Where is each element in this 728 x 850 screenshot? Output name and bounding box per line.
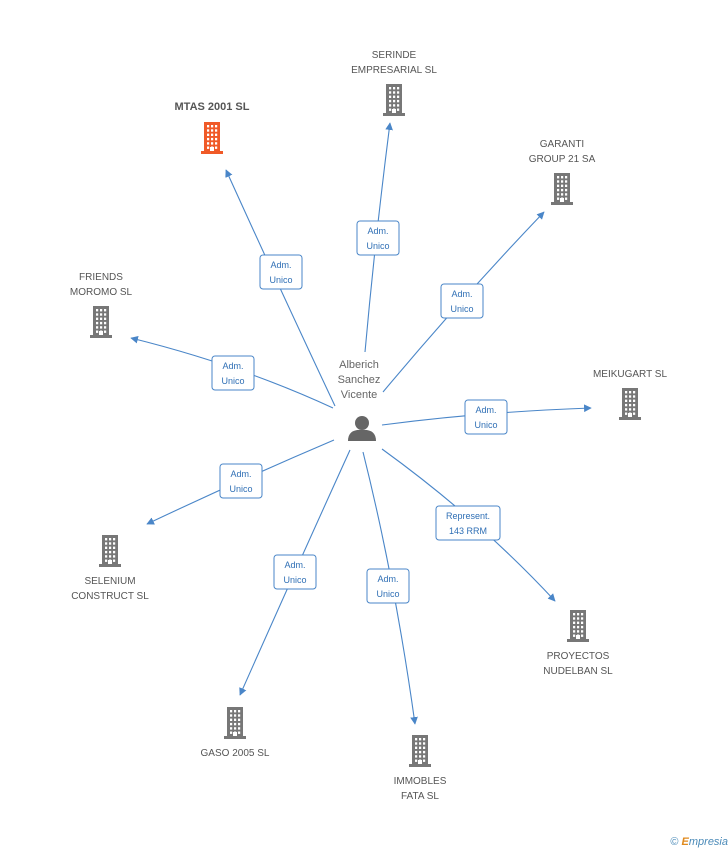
edge-label-text: Adm. (222, 361, 243, 371)
company-node-meikugart[interactable]: MEIKUGART SL (593, 369, 668, 420)
edge-label-text: Unico (474, 420, 497, 430)
edge-label-serinde[interactable]: Adm. Unico (356, 220, 400, 256)
brand-initial: E (681, 836, 689, 848)
edge-label-text: Unico (269, 275, 292, 285)
company-node-proyectos[interactable]: PROYECTOS NUDELBAN SL (543, 610, 613, 677)
company-name: PROYECTOS (547, 651, 610, 662)
footer-brand: © Empresia (670, 836, 728, 848)
edge-serinde: Adm. Unico (356, 122, 400, 353)
building-icon (99, 535, 121, 567)
person-name: Sanchez (338, 374, 381, 386)
nodes-layer: MTAS 2001 SL SERINDE EMPRESARIAL SL GARANTI… (70, 50, 668, 802)
edge-label-selenium[interactable]: Adm. Unico (219, 463, 263, 499)
company-name: FRIENDS (79, 272, 123, 283)
edge-label-text: Represent. (446, 511, 490, 521)
edge-label-proyectos[interactable]: Represent. 143 RRM (435, 505, 501, 541)
company-name: GARANTI (540, 139, 584, 150)
company-name: SERINDE (372, 50, 417, 61)
company-name: GROUP 21 SA (529, 154, 596, 165)
edge-immobles: Adm. Unico (362, 451, 418, 725)
building-icon (201, 122, 223, 154)
edge-line (225, 169, 336, 407)
edge-label-text: Unico (376, 589, 399, 599)
edge-label-box (219, 463, 263, 499)
edge-label-text: Adm. (284, 560, 305, 570)
person-icon (348, 416, 376, 441)
edge-label-box (435, 505, 501, 541)
edge-label-box (440, 283, 484, 319)
company-name: MOROMO SL (70, 287, 133, 298)
edge-label-text: Unico (283, 575, 306, 585)
edge-label-immobles[interactable]: Adm. Unico (366, 568, 410, 604)
company-name: GASO 2005 SL (201, 748, 270, 759)
company-name: FATA SL (401, 791, 439, 802)
company-name: MTAS 2001 SL (175, 101, 250, 113)
edge-label-text: Unico (450, 304, 473, 314)
edge-label-text: 143 RRM (449, 526, 487, 536)
edge-gaso: Adm. Unico (239, 449, 351, 696)
edge-label-box (366, 568, 410, 604)
company-name: CONSTRUCT SL (71, 591, 149, 602)
edge-label-text: Unico (221, 376, 244, 386)
edge-label-box (259, 254, 303, 290)
edge-label-box (211, 355, 255, 391)
edge-label-text: Adm. (270, 260, 291, 270)
company-name: EMPRESARIAL SL (351, 65, 437, 76)
edge-label-box (464, 399, 508, 435)
building-icon (567, 610, 589, 642)
company-name: IMMOBLES (394, 776, 447, 787)
company-node-immobles[interactable]: IMMOBLES FATA SL (394, 735, 447, 802)
edge-label-box (356, 220, 400, 256)
edge-friends: Adm. Unico (130, 335, 334, 409)
company-node-selenium[interactable]: SELENIUM CONSTRUCT SL (71, 535, 149, 602)
copyright-symbol: © (670, 836, 679, 848)
edge-label-garanti[interactable]: Adm. Unico (440, 283, 484, 319)
edge-mtas: Adm. Unico (225, 169, 336, 407)
edge-label-text: Adm. (451, 289, 472, 299)
edge-garanti: Adm. Unico (382, 211, 545, 393)
building-icon (383, 84, 405, 116)
building-icon (619, 388, 641, 420)
edge-label-box (273, 554, 317, 590)
company-node-friends[interactable]: FRIENDS MOROMO SL (70, 272, 133, 338)
edge-label-text: Adm. (230, 469, 251, 479)
company-node-serinde[interactable]: SERINDE EMPRESARIAL SL (351, 50, 437, 116)
brand-name: mpresia (688, 836, 728, 848)
edge-label-mtas[interactable]: Adm. Unico (259, 254, 303, 290)
edge-selenium: Adm. Unico (146, 439, 335, 525)
company-name: NUDELBAN SL (543, 666, 613, 677)
edge-label-friends[interactable]: Adm. Unico (211, 355, 255, 391)
edge-label-gaso[interactable]: Adm. Unico (273, 554, 317, 590)
building-icon (224, 707, 246, 739)
edge-label-text: Unico (229, 484, 252, 494)
edge-label-text: Adm. (475, 405, 496, 415)
person-name: Vicente (341, 389, 378, 401)
company-node-garanti[interactable]: GARANTI GROUP 21 SA (529, 139, 596, 205)
building-icon (90, 306, 112, 338)
building-icon (551, 173, 573, 205)
edge-label-text: Unico (366, 241, 389, 251)
edge-label-meikugart[interactable]: Adm. Unico (464, 399, 508, 435)
edge-label-text: Adm. (367, 226, 388, 236)
company-name: SELENIUM (84, 576, 135, 587)
edge-meikugart: Adm. Unico (381, 399, 592, 435)
edges-layer: Adm.UnicoAdm.UnicoAdm.UnicoAdm.UnicoAdm.… (130, 122, 592, 725)
company-name: MEIKUGART SL (593, 369, 668, 380)
edge-label-text: Adm. (377, 574, 398, 584)
company-node-mtas[interactable]: MTAS 2001 SL (175, 101, 250, 154)
edge-proyectos: Represent. 143 RRM (381, 448, 556, 602)
building-icon (409, 735, 431, 767)
company-node-gaso[interactable]: GASO 2005 SL (201, 707, 270, 759)
person-name: Alberich (339, 359, 379, 371)
